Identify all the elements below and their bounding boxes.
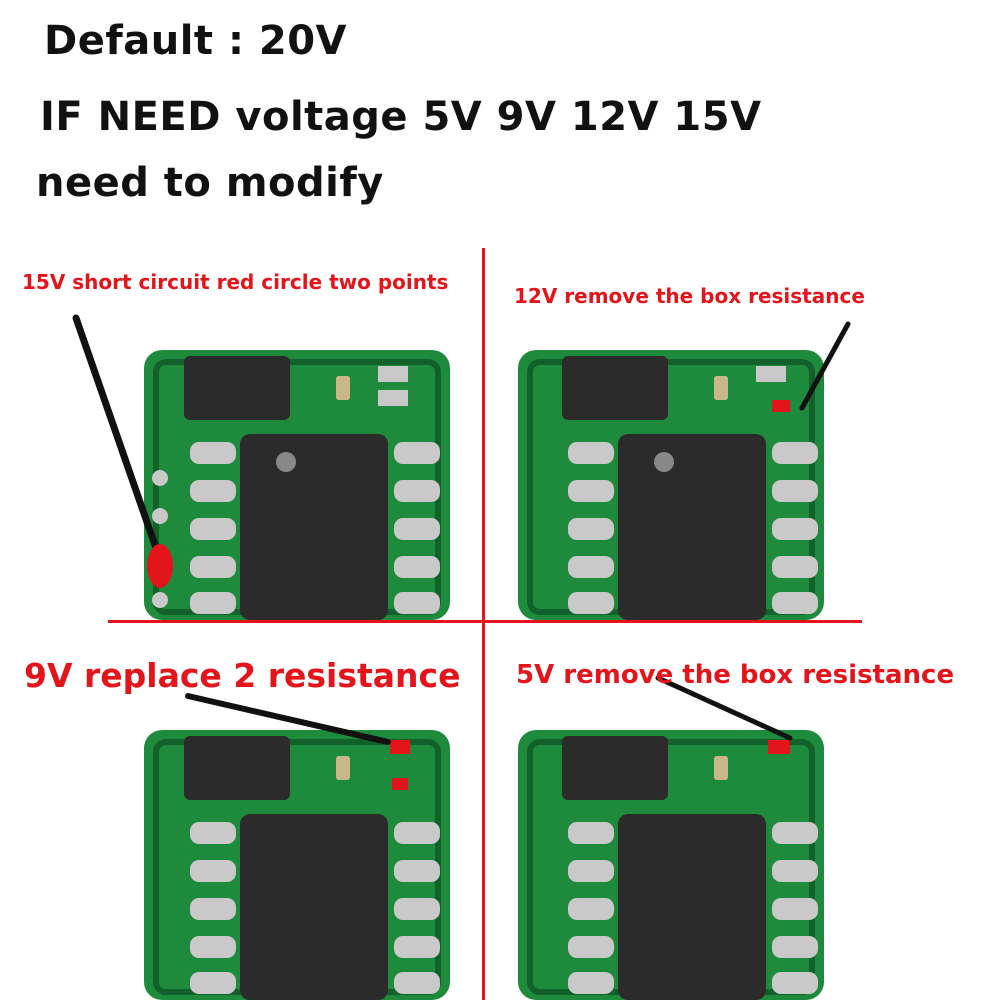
caption-9v: 9V replace 2 resistance [24,656,461,695]
pointer-line-5v [655,675,793,741]
heading-voltage-options: IF NEED voltage 5V 9V 12V 15V [40,94,762,140]
pointer-line-15v [72,314,173,588]
vertical-divider [482,248,485,1000]
pcb-board-5v [518,730,824,1000]
caption-12v: 12V remove the box resistance [514,284,865,308]
pointer-line-12v [799,321,851,411]
pointer-line-9v [185,693,391,745]
pcb-board-12v [518,350,824,620]
caption-15v: 15V short circuit red circle two points [22,270,449,294]
heading-default-voltage: Default : 20V [44,18,348,64]
pcb-board-9v [144,730,450,1000]
pcb-board-15v [144,350,450,620]
caption-5v: 5V remove the box resistance [516,660,955,690]
heading-modify-note: need to modify [36,160,384,206]
horizontal-divider [108,620,862,623]
